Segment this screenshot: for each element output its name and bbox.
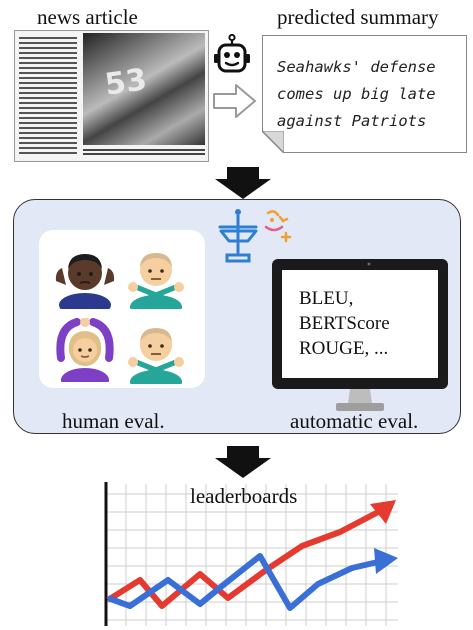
down-arrow-icon — [215, 167, 271, 199]
page-fold-corner — [262, 131, 284, 153]
summary-line: Seahawks' defense — [277, 58, 436, 76]
predicted-summary-text: Seahawks' defense comes up big late agai… — [277, 54, 467, 135]
down-arrow-icon — [215, 446, 271, 478]
automatic-eval-label: automatic eval. — [290, 409, 419, 433]
predicted-summary-box — [262, 35, 467, 153]
outline-arrow-icon — [213, 84, 256, 118]
summary-line: against Patriots — [277, 112, 427, 130]
scale-icon — [218, 209, 292, 263]
human-eval-label: human eval. — [62, 409, 165, 433]
news-article-label: news article — [37, 5, 138, 29]
summary-line: comes up big late — [277, 85, 436, 103]
red-arrowhead — [370, 500, 396, 524]
blue-arrowhead — [374, 548, 398, 574]
monitor-screen — [282, 270, 438, 378]
cross-arms-emoji — [128, 253, 184, 309]
cross-arms-emoji — [128, 328, 184, 384]
metric-line: BLEU, — [299, 288, 354, 309]
metric-line: BERTScore — [299, 313, 390, 334]
red-trend-line — [106, 507, 384, 609]
article-text-column — [19, 37, 77, 157]
photo-caption — [83, 149, 205, 151]
metrics-list: BLEU, BERTScore ROUGE, ... — [299, 286, 390, 361]
predicted-summary-label: predicted summary — [277, 5, 439, 29]
leaderboards-label: leaderboards — [190, 484, 298, 508]
news-article-image: 53 — [14, 30, 209, 162]
shrug-emoji — [55, 254, 115, 309]
leaderboard-chart — [104, 482, 398, 626]
ok-gesture-emoji — [56, 318, 114, 382]
metric-line: ROUGE, ... — [299, 338, 389, 359]
robot-icon — [214, 34, 250, 73]
blue-trend-line — [106, 553, 379, 611]
football-photo: 53 — [83, 33, 205, 145]
monitor-stand — [336, 389, 384, 411]
